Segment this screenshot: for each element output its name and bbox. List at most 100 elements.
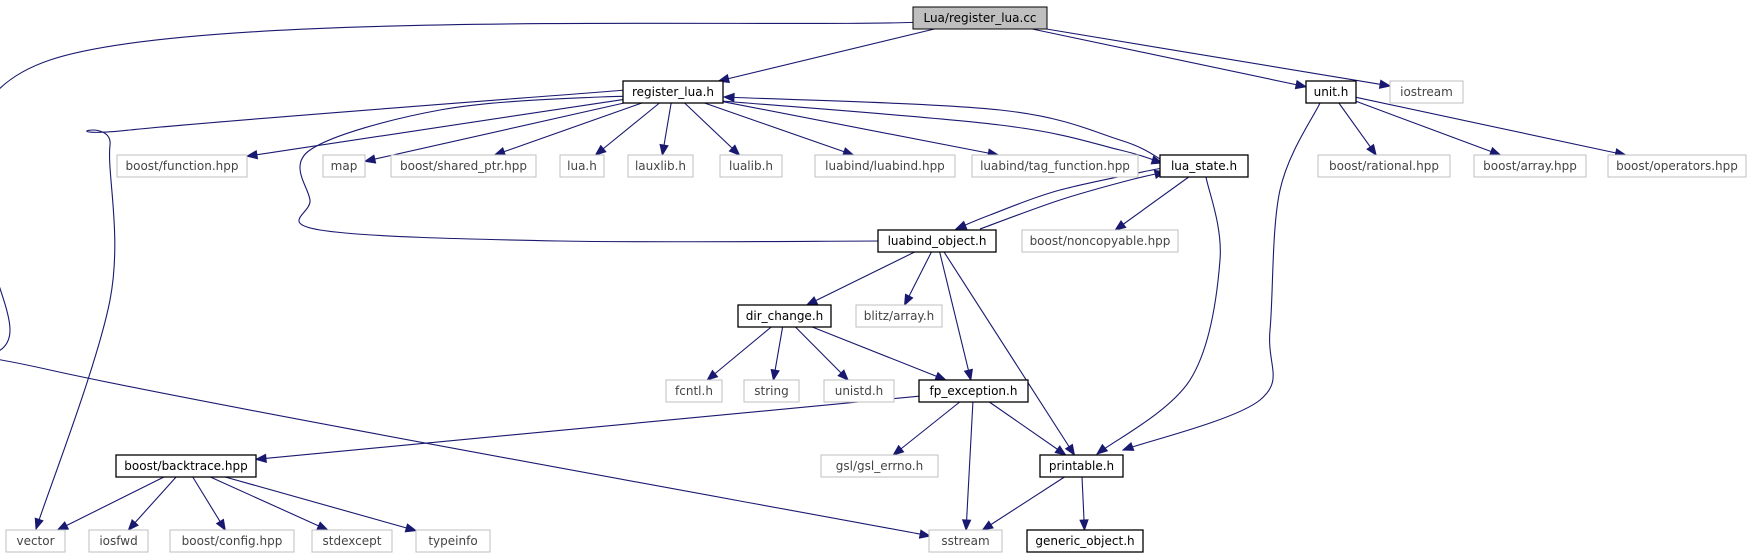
node-typeinfo: typeinfo xyxy=(415,529,491,553)
node-fp-exception-h[interactable]: fp_exception.h xyxy=(918,379,1029,403)
edge-lua-state-h-to-boost-noncopyable xyxy=(1114,176,1190,231)
node-box xyxy=(1039,454,1124,478)
node-box xyxy=(1305,80,1357,104)
node-boost-rational: boost/rational.hpp xyxy=(1317,154,1451,178)
node-label: boost/backtrace.hpp xyxy=(124,459,247,473)
edge-root-to-iostream-arrowhead xyxy=(1378,79,1392,89)
edge-root-to-unit-h xyxy=(1032,28,1307,88)
edge-unit-h-to-boost-array xyxy=(1355,100,1501,156)
edge-fp-exception-h-to-printable-h xyxy=(989,401,1066,456)
edge-printable-h-to-sstream xyxy=(982,476,1065,531)
edge-boost-backtrace-to-typeinfo xyxy=(225,476,417,532)
node-label: Lua/register_lua.cc xyxy=(923,11,1036,25)
node-label: unistd.h xyxy=(835,384,884,398)
node-label: typeinfo xyxy=(428,534,477,548)
node-box xyxy=(877,229,997,253)
node-box xyxy=(665,379,723,403)
node-dir-change-h[interactable]: dir_change.h xyxy=(737,304,832,328)
node-string: string xyxy=(743,379,800,403)
edge-register-lua-h-to-lua-state-h xyxy=(721,100,1163,164)
edge-register-lua-h-to-boost-function-arrowhead xyxy=(245,149,259,160)
edge-unit-h-to-boost-array-arrowhead xyxy=(1488,146,1502,156)
node-box xyxy=(912,6,1048,30)
edge-root-to-unit-h-arrowhead xyxy=(1294,79,1308,90)
edge-dir-change-h-to-fp-exception-h-arrowhead xyxy=(934,371,948,381)
node-boost-operators: boost/operators.hpp xyxy=(1607,154,1747,178)
node-lauxlib-h: lauxlib.h xyxy=(627,154,694,178)
node-box xyxy=(311,529,393,553)
node-box xyxy=(719,154,783,178)
node-register-lua-h[interactable]: register_lua.h xyxy=(622,80,724,104)
node-box xyxy=(855,304,943,328)
node-lua-h: lua.h xyxy=(559,154,605,178)
node-blitz-array: blitz/array.h xyxy=(855,304,943,328)
edge-boost-backtrace-to-stdexcept xyxy=(210,476,328,531)
node-boost-noncopyable: boost/noncopyable.hpp xyxy=(1021,229,1179,253)
node-fcntl-h: fcntl.h xyxy=(665,379,723,403)
edge-unit-h-to-boost-rational-arrowhead xyxy=(1366,143,1377,157)
node-generic-object-h[interactable]: generic_object.h xyxy=(1026,529,1144,553)
node-root[interactable]: Lua/register_lua.cc xyxy=(912,6,1048,30)
edge-boost-backtrace-to-iosfwd xyxy=(127,476,177,531)
node-unit-h[interactable]: unit.h xyxy=(1305,80,1357,104)
node-label: map xyxy=(331,159,358,173)
edge-register-lua-h-to-luabind-luabind-arrowhead xyxy=(842,147,855,157)
edge-fp-exception-h-to-gsl-errno xyxy=(892,401,961,456)
edge-boost-backtrace-to-vector-arrowhead xyxy=(56,521,70,531)
node-box xyxy=(622,80,724,104)
node-lualib-h: lualib.h xyxy=(719,154,783,178)
node-box xyxy=(88,529,149,553)
node-label: fp_exception.h xyxy=(930,384,1018,398)
edge-register-lua-h-to-lauxlib-h-arrowhead xyxy=(659,143,669,157)
edge-root-to-sstream xyxy=(0,21,931,537)
node-boost-shared-ptr: boost/shared_ptr.hpp xyxy=(390,154,537,178)
node-label: boost/operators.hpp xyxy=(1616,159,1738,173)
node-box xyxy=(1317,154,1451,178)
edge-luabind-object-h-to-printable-h xyxy=(943,251,1075,456)
node-box xyxy=(1389,80,1464,104)
node-box xyxy=(627,154,694,178)
edge-register-lua-h-to-lua-h-arrowhead xyxy=(594,144,607,156)
edge-register-lua-h-to-vector xyxy=(35,89,627,530)
edge-boost-backtrace-to-vector xyxy=(57,476,165,531)
edge-root-to-iostream xyxy=(1046,28,1391,87)
node-label: luabind/tag_function.hpp xyxy=(980,159,1130,173)
node-vector: vector xyxy=(5,529,66,553)
node-box xyxy=(5,529,66,553)
node-box xyxy=(116,154,248,178)
edge-dir-change-h-to-fp-exception-h xyxy=(812,326,946,381)
node-unistd-h: unistd.h xyxy=(823,379,895,403)
node-label: lua.h xyxy=(567,159,597,173)
node-box xyxy=(971,154,1139,178)
edge-fp-exception-h-to-boost-backtrace xyxy=(255,395,920,460)
edge-luabind-object-h-to-printable-h-arrowhead xyxy=(1064,443,1076,457)
node-iostream: iostream xyxy=(1389,80,1464,104)
node-luabind-object-h[interactable]: luabind_object.h xyxy=(877,229,997,253)
nodes-layer: Lua/register_lua.cc register_lua.h unit.h i… xyxy=(5,6,1747,553)
node-lua-state-h[interactable]: lua_state.h xyxy=(1159,154,1249,178)
edge-dir-change-h-to-fcntl-h xyxy=(706,326,772,381)
node-label: blitz/array.h xyxy=(864,309,935,323)
node-printable-h[interactable]: printable.h xyxy=(1039,454,1124,478)
edge-printable-h-to-generic-object-h-arrowhead xyxy=(1079,519,1089,532)
edge-boost-backtrace-to-typeinfo-arrowhead xyxy=(404,523,418,533)
node-luabind-luabind: luabind/luabind.hpp xyxy=(814,154,956,178)
node-boost-backtrace[interactable]: boost/backtrace.hpp xyxy=(115,454,257,478)
node-label: generic_object.h xyxy=(1035,534,1134,548)
edge-register-lua-h-to-lualib-h-arrowhead xyxy=(728,144,741,156)
edge-dir-change-h-to-fcntl-h-arrowhead xyxy=(706,369,719,381)
node-box xyxy=(115,454,257,478)
node-label: fcntl.h xyxy=(675,384,713,398)
edge-register-lua-h-to-luabind-tag-function xyxy=(722,101,999,156)
edge-dir-change-h-to-unistd-h-arrowhead xyxy=(837,369,850,381)
node-boost-config: boost/config.hpp xyxy=(169,529,295,553)
edge-dir-change-h-to-string-arrowhead xyxy=(770,368,780,382)
node-box xyxy=(814,154,956,178)
node-stdexcept: stdexcept xyxy=(311,529,393,553)
node-box xyxy=(1026,529,1144,553)
node-box xyxy=(1159,154,1249,178)
edge-register-lua-h-to-lua-h xyxy=(595,102,660,156)
edge-register-lua-h-to-luabind-luabind xyxy=(704,102,854,156)
edge-dir-change-h-to-unistd-h xyxy=(795,326,849,381)
